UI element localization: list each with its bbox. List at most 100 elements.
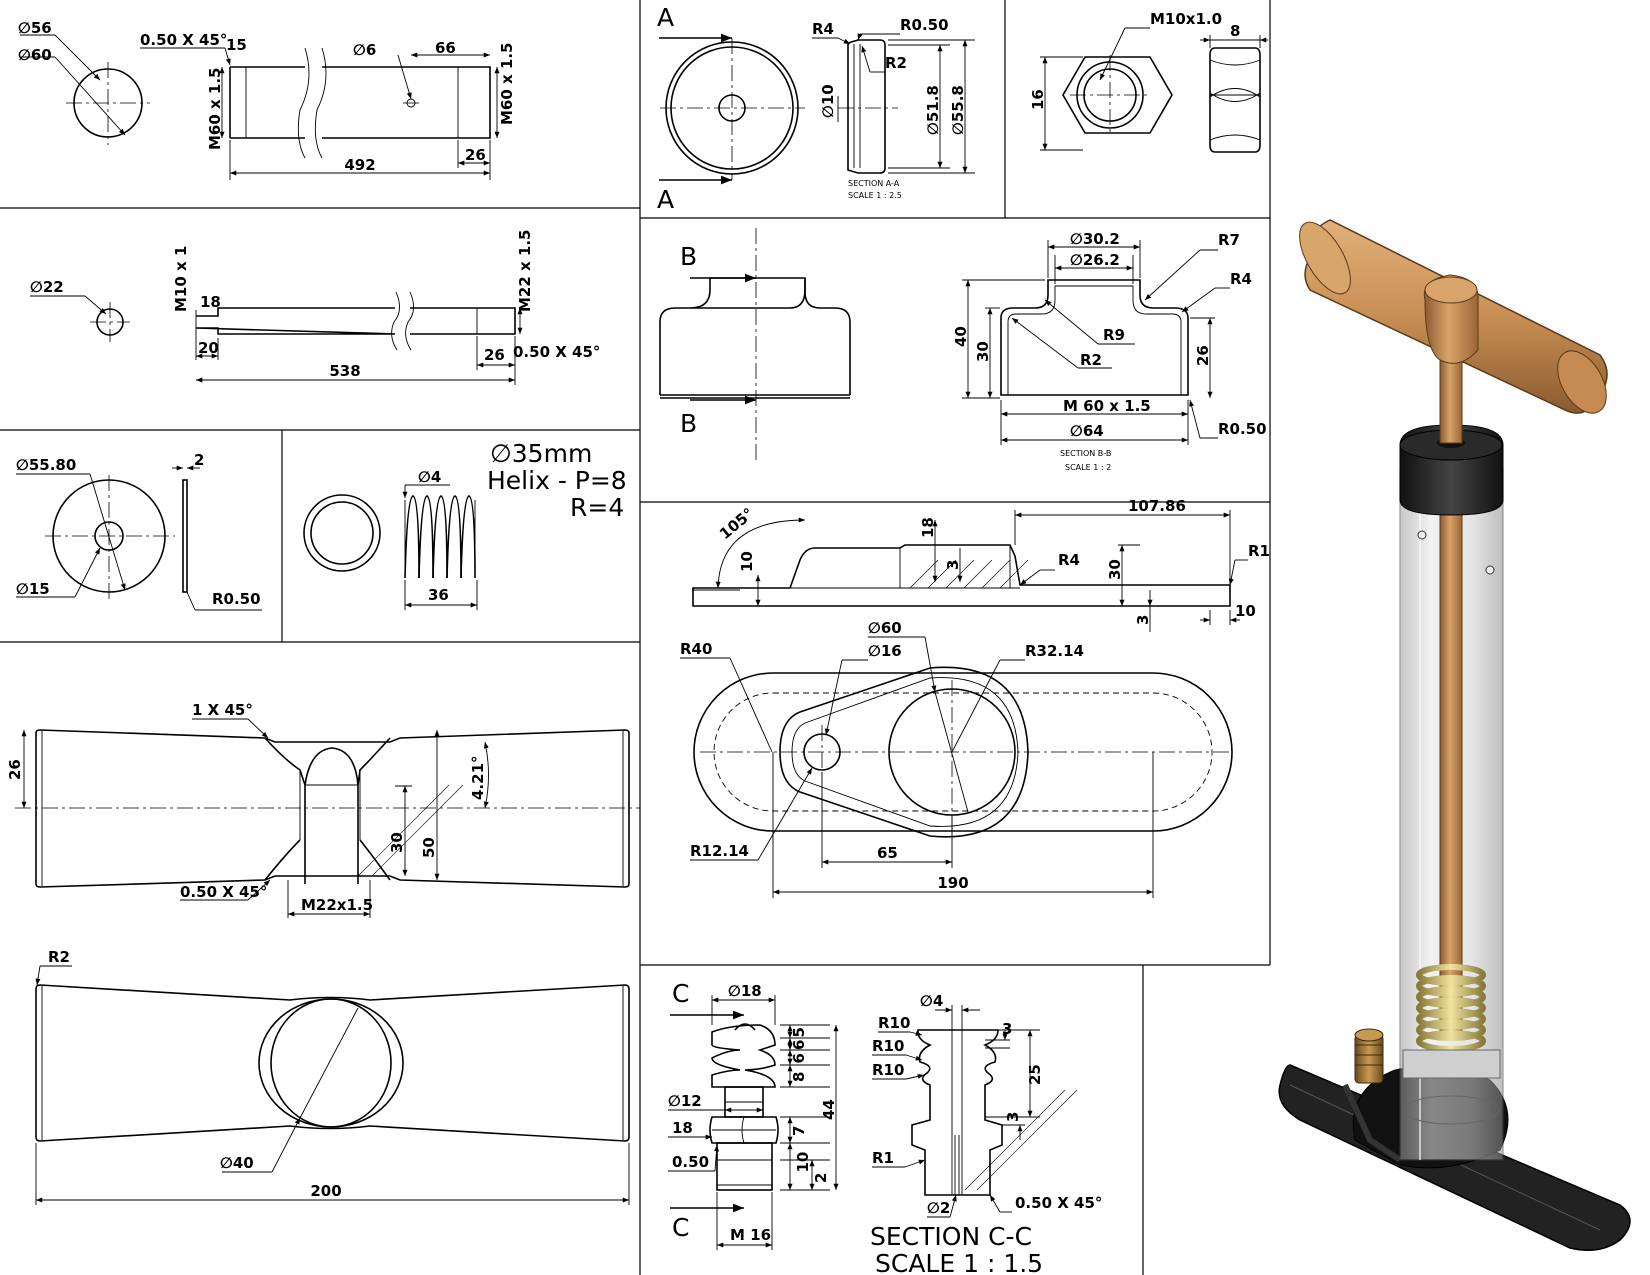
handle-h30: 30 bbox=[388, 832, 406, 853]
render-spring-coil bbox=[1416, 975, 1486, 997]
cap-b-r9: R9 bbox=[1103, 326, 1125, 344]
cap-a-d558: ∅55.8 bbox=[949, 85, 967, 135]
base-len107: 107.86 bbox=[1128, 497, 1186, 515]
washer-thickness: 2 bbox=[194, 451, 204, 469]
cap-b-thread: M 60 x 1.5 bbox=[1063, 397, 1151, 415]
render-spring-coil bbox=[1416, 997, 1486, 1019]
handle-chamfer-bottom: 0.50 X 45° bbox=[180, 883, 267, 901]
spring-coil bbox=[446, 495, 462, 579]
section-c-top-label: C bbox=[672, 979, 689, 1008]
handle-top-view: R2 ∅40 200 bbox=[35, 948, 630, 1205]
rod-diameter: ∅22 bbox=[30, 278, 64, 296]
handle-top-radius: R2 bbox=[48, 948, 70, 966]
base-r1214: R12.14 bbox=[690, 842, 749, 860]
section-c-bottom-label: C bbox=[672, 1213, 689, 1242]
view-frames bbox=[0, 0, 1271, 1275]
barrel-len-492: 492 bbox=[344, 156, 375, 174]
valve-h5: 5 bbox=[790, 1027, 808, 1037]
handle-top-hole: ∅40 bbox=[220, 1154, 254, 1172]
base-h10: 10 bbox=[738, 551, 756, 572]
cap-b-h40: 40 bbox=[952, 326, 970, 347]
base-h3: 3 bbox=[944, 560, 962, 570]
valve-h44: 44 bbox=[820, 1099, 838, 1120]
rod-len-26: 26 bbox=[484, 346, 505, 364]
valve-chamfer: 0.50 X 45° bbox=[1015, 1194, 1102, 1212]
handle-h50: 50 bbox=[420, 837, 438, 858]
barrel-chamfer: 0.50 X 45° bbox=[140, 31, 227, 49]
hatch-line bbox=[999, 559, 1029, 589]
base-angle: 105° bbox=[716, 504, 757, 543]
cap-b-d64: ∅64 bbox=[1070, 422, 1104, 440]
spring-pitch: Helix - P=8 bbox=[487, 466, 627, 495]
cap-b-section-scale: SCALE 1 : 2 bbox=[1065, 463, 1111, 472]
cap-a-section-scale: SCALE 1 : 2.5 bbox=[848, 191, 902, 200]
barrel-hole: ∅6 bbox=[353, 41, 376, 59]
cap-a-section-title: SECTION A-A bbox=[848, 179, 900, 188]
valve-d18: ∅18 bbox=[728, 982, 762, 1000]
washer-view: ∅55.80 ∅15 2 R0.50 bbox=[16, 451, 262, 611]
spring-radius: R=4 bbox=[570, 493, 624, 522]
base-len190: 190 bbox=[937, 874, 968, 892]
nut-height: 16 bbox=[1029, 89, 1047, 110]
valve-r1: R1 bbox=[872, 1149, 894, 1167]
barrel-len-15: 15 bbox=[226, 36, 247, 54]
cap-b-r7: R7 bbox=[1218, 231, 1240, 249]
rod-thread-big: M22 x 1.5 bbox=[516, 230, 534, 313]
washer-radius: R0.50 bbox=[212, 590, 261, 608]
valve-r10b: R10 bbox=[872, 1037, 904, 1055]
hatch-line bbox=[357, 784, 450, 877]
valve-h8: 8 bbox=[790, 1072, 808, 1082]
cap-b-view: B B ∅30.2 ∅26.2 R7 R4 40 30 R9 R2 26 M 6… bbox=[659, 228, 1267, 472]
render-spring-coil bbox=[1416, 1019, 1486, 1041]
rod-view: ∅22 M10 x 1 18 20 538 26 M22 x 1.5 0.50 … bbox=[30, 230, 600, 385]
cap-b-d302: ∅30.2 bbox=[1070, 230, 1120, 248]
nut-view: M10x1.0 16 8 bbox=[1029, 10, 1268, 153]
base-r40: R40 bbox=[680, 640, 712, 658]
base-len65: 65 bbox=[877, 844, 898, 862]
valve-h6a: 6 bbox=[790, 1040, 808, 1050]
pump-3d-render bbox=[1278, 219, 1631, 1251]
barrel-len-26: 26 bbox=[465, 146, 486, 164]
spring-length: 36 bbox=[428, 586, 449, 604]
cap-a-r050: R0.50 bbox=[900, 16, 949, 34]
valve-d2: ∅2 bbox=[927, 1199, 950, 1217]
valve-h25: 25 bbox=[1026, 1064, 1044, 1085]
cap-a-d10: ∅10 bbox=[819, 84, 837, 118]
handle-chamfer-top: 1 X 45° bbox=[192, 701, 253, 719]
base-h3b: 3 bbox=[1134, 615, 1152, 625]
hatch-line bbox=[976, 1089, 1078, 1191]
cap-a-r4: R4 bbox=[812, 20, 834, 38]
cap-b-r050: R0.50 bbox=[1218, 420, 1267, 438]
barrel-thread-left: M60 x 1.5 bbox=[206, 68, 224, 151]
base-h30: 30 bbox=[1106, 559, 1124, 580]
valve-h6b: 6 bbox=[790, 1053, 808, 1063]
rod-thread-small: M10 x 1 bbox=[172, 246, 190, 312]
valve-len050: 0.50 bbox=[672, 1153, 709, 1171]
section-a-top-label: A bbox=[657, 3, 674, 32]
spring-wire: ∅4 bbox=[418, 468, 441, 486]
spring-view: ∅35mm Helix - P=8 R=4 ∅4 36 bbox=[303, 439, 627, 610]
handle-h26: 26 bbox=[6, 759, 24, 780]
barrel-len-66: 66 bbox=[435, 39, 456, 57]
nut-thickness: 8 bbox=[1230, 22, 1240, 40]
cap-b-r2: R2 bbox=[1080, 351, 1102, 369]
valve-h3b: 3 bbox=[1004, 1112, 1022, 1122]
spring-coil bbox=[418, 495, 434, 579]
handle-thread: M22x1.5 bbox=[301, 896, 373, 914]
valve-h7: 7 bbox=[790, 1126, 808, 1136]
valve-d4: ∅4 bbox=[920, 992, 943, 1010]
hatch-line bbox=[964, 1089, 1066, 1191]
handle-front-view: 1 X 45° 26 4.21° 30 50 0.50 X 45° M22x1.… bbox=[6, 701, 640, 918]
valve-h3a: 3 bbox=[1002, 1020, 1012, 1038]
render-spring-coil bbox=[1416, 1030, 1486, 1052]
barrel-view: ∅56 ∅60 ∅6 66 0.50 X 45° 15 M60 x 1.5 M6… bbox=[18, 19, 516, 180]
hatch-line bbox=[927, 559, 957, 589]
hatch-line bbox=[981, 559, 1011, 589]
section-a-bottom-label: A bbox=[657, 185, 674, 214]
base-h18: 18 bbox=[919, 517, 937, 538]
barrel-d-outer: ∅60 bbox=[18, 46, 52, 64]
spring-coil bbox=[460, 495, 476, 579]
cap-b-h26: 26 bbox=[1194, 345, 1212, 366]
